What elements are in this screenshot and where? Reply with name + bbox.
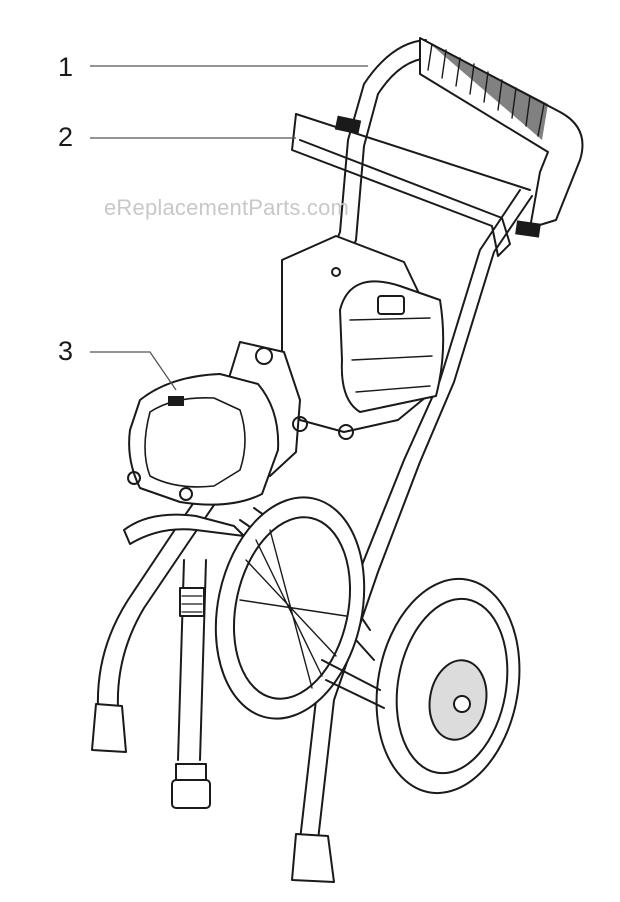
callout-leaders <box>90 65 368 391</box>
callout-1: 1 <box>58 52 74 82</box>
handle-bar <box>419 37 584 229</box>
watermark: eReplacementParts.com <box>104 195 350 220</box>
foot-front <box>91 703 127 753</box>
hose-rack <box>291 113 511 257</box>
callout-3: 3 <box>58 336 74 366</box>
callout-2: 2 <box>58 122 74 152</box>
foot-rear <box>291 833 335 883</box>
leader-3 <box>90 351 177 391</box>
